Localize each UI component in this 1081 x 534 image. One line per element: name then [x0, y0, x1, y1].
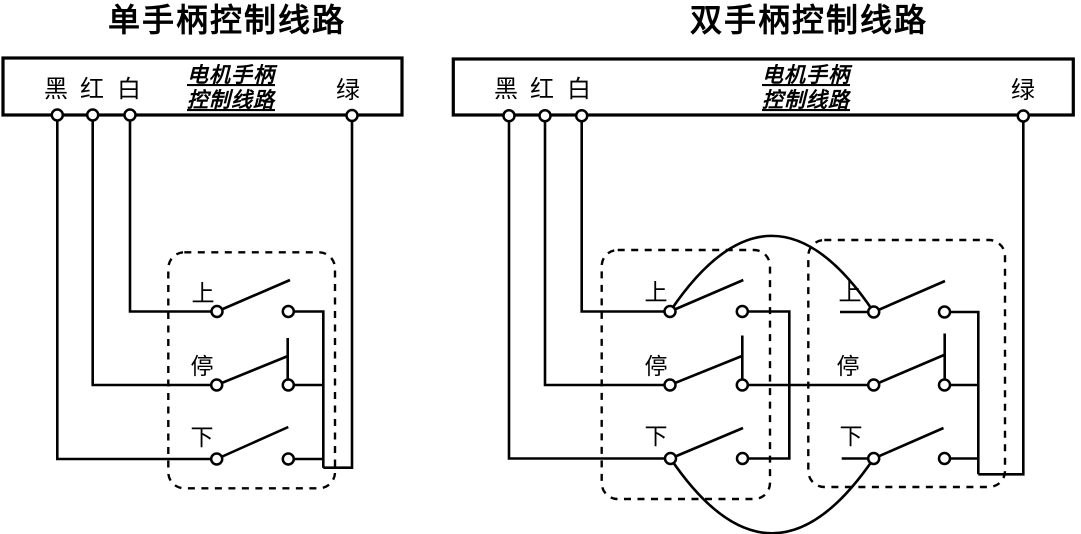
contact-dot: [281, 304, 296, 319]
contact-dot: [281, 452, 296, 466]
right-handle-label-up: 上: [839, 279, 862, 305]
wire-white: [580, 120, 670, 313]
contact-dot: [735, 451, 750, 466]
left-handle-unit-box: [600, 248, 772, 501]
terminal-label-red: 红: [80, 76, 104, 103]
terminal-white: [574, 108, 589, 123]
contact-dot: [209, 452, 224, 466]
wire-green: [978, 120, 1025, 476]
switch-up-blade: [669, 278, 744, 313]
motor-box-label-line1: 电机手柄: [187, 63, 278, 87]
left-handle-switch-up: [663, 278, 750, 319]
motor-box-label-line1: 电机手柄: [762, 63, 853, 87]
switch-down-blade: [873, 426, 945, 460]
terminal-red: [85, 108, 100, 122]
terminal-box: [1, 56, 404, 117]
single-handle-diagram: 单手柄控制线路 黑 红 白 绿 电机手柄 控制线路 上 停 下: [1, 2, 404, 490]
switch-label-down: 下: [191, 424, 214, 450]
switch-stop-blade: [216, 338, 289, 387]
contact-dot: [937, 305, 952, 319]
switch-label-up: 上: [192, 280, 215, 306]
wire-black: [56, 120, 217, 461]
terminal-red: [538, 108, 552, 123]
switch-down: [209, 425, 296, 466]
left-handle-switch-down: [663, 426, 750, 466]
wire-red: [543, 120, 670, 387]
handle-unit-box: [167, 251, 337, 490]
switch-stop-blade: [669, 335, 744, 387]
diagram-title: 双手柄控制线路: [690, 2, 928, 38]
contact-dot: [866, 451, 881, 466]
wire-green: [323, 120, 354, 469]
jumper-arc-bottom: [669, 457, 875, 534]
right-handle-label-stop: 停: [837, 353, 860, 379]
terminal-white: [123, 108, 137, 122]
contact-dot: [866, 378, 881, 392]
terminal-label-black: 黑: [44, 76, 68, 103]
motor-box-label-line2: 控制线路: [762, 88, 852, 112]
motor-box-label-line2: 控制线路: [187, 88, 277, 112]
terminal-black: [502, 108, 516, 123]
switch-label-stop: 停: [191, 353, 214, 379]
terminal-label-green: 绿: [1011, 77, 1035, 104]
contact-dot: [663, 304, 677, 319]
contact-dot: [210, 304, 224, 319]
dual-handle-diagram: 双手柄控制线路 黑 红 白 绿 电机手柄 控制线路 上 停 下 上 停 下: [451, 2, 1075, 534]
switch-stop-blade: [873, 333, 946, 387]
bus-wire: [288, 310, 325, 468]
terminal-green: [345, 108, 359, 123]
wire-black: [507, 120, 671, 460]
terminal-label-red: 红: [530, 76, 554, 103]
contact-dot: [735, 304, 750, 319]
terminal-label-black: 黑: [494, 76, 518, 103]
terminal-label-white: 白: [567, 76, 591, 103]
switch-up-blade: [873, 279, 946, 314]
left-handle-label-stop: 停: [645, 353, 668, 379]
contact-dot: [663, 378, 677, 392]
contact-dot: [937, 451, 952, 466]
jumper-arc-top: [668, 234, 875, 313]
switch-down-blade: [216, 425, 289, 461]
wire-red: [91, 120, 217, 387]
contact-dot: [209, 378, 224, 392]
right-handle-switch-up: [866, 279, 952, 319]
terminal-label-green: 绿: [336, 77, 360, 104]
terminal-label-white: 白: [117, 76, 141, 103]
left-handle-label-up: 上: [645, 279, 668, 305]
switch-up: [210, 278, 296, 319]
right-handle-unit-box: [807, 238, 1007, 489]
right-handle-switch-down: [866, 426, 952, 466]
contact-dot: [281, 378, 296, 392]
left-handle-switch-stop: [663, 335, 750, 392]
terminal-green: [1016, 109, 1031, 123]
wire-white: [128, 120, 217, 313]
right-handle-label-down: 下: [840, 423, 863, 449]
contact-dot: [663, 451, 678, 466]
left-handle-label-down: 下: [645, 423, 668, 449]
contact-dot: [735, 378, 750, 392]
terminal-black: [50, 108, 65, 122]
right-handle-bus-wire: [944, 310, 980, 475]
switch-stop: [209, 338, 296, 392]
switch-down-blade: [669, 426, 744, 460]
switch-up-blade: [216, 278, 291, 313]
diagram-title: 单手柄控制线路: [108, 2, 346, 38]
right-handle-switch-stop: [866, 333, 952, 392]
contact-dot: [937, 378, 952, 392]
terminal-box: [451, 57, 1075, 117]
contact-dot: [866, 305, 881, 319]
